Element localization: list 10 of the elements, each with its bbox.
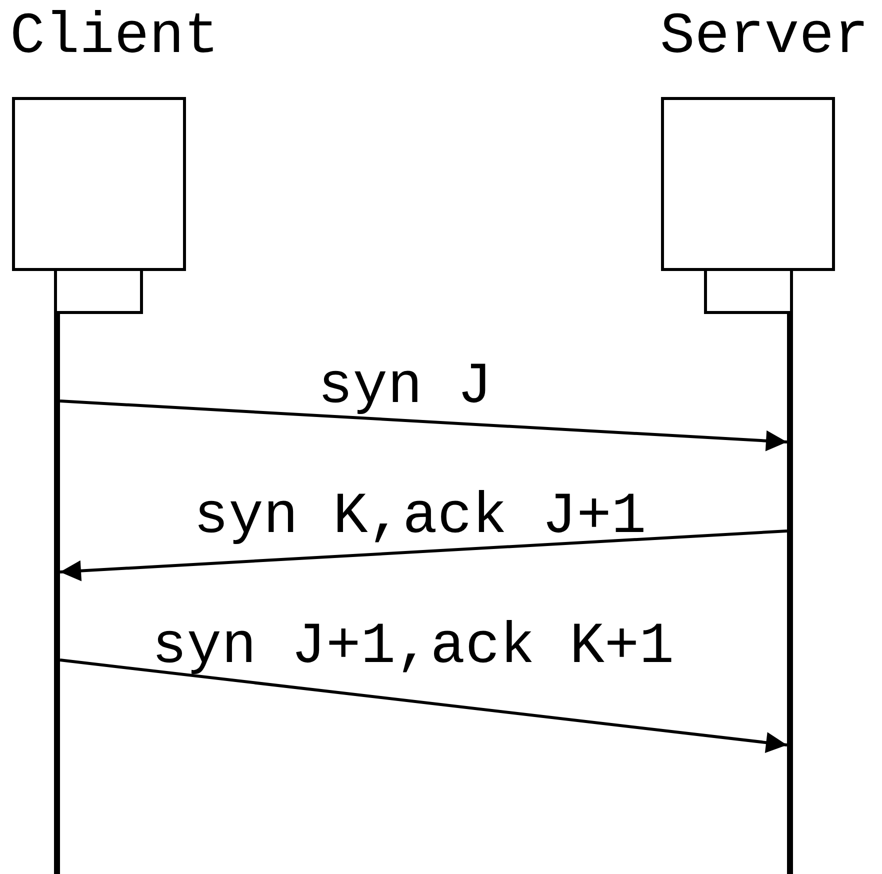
arrow bbox=[60, 400, 788, 452]
edge-label: syn K,ack J+1 bbox=[194, 488, 646, 548]
lifeline bbox=[787, 313, 793, 874]
arrow bbox=[60, 530, 788, 582]
arrow bbox=[60, 658, 788, 753]
participant-label: Server bbox=[660, 8, 869, 68]
lifeline bbox=[54, 313, 60, 874]
edge-label: syn J+1,ack K+1 bbox=[152, 618, 674, 678]
edge-label: syn J bbox=[318, 358, 492, 418]
participant-label: Client bbox=[10, 8, 219, 68]
